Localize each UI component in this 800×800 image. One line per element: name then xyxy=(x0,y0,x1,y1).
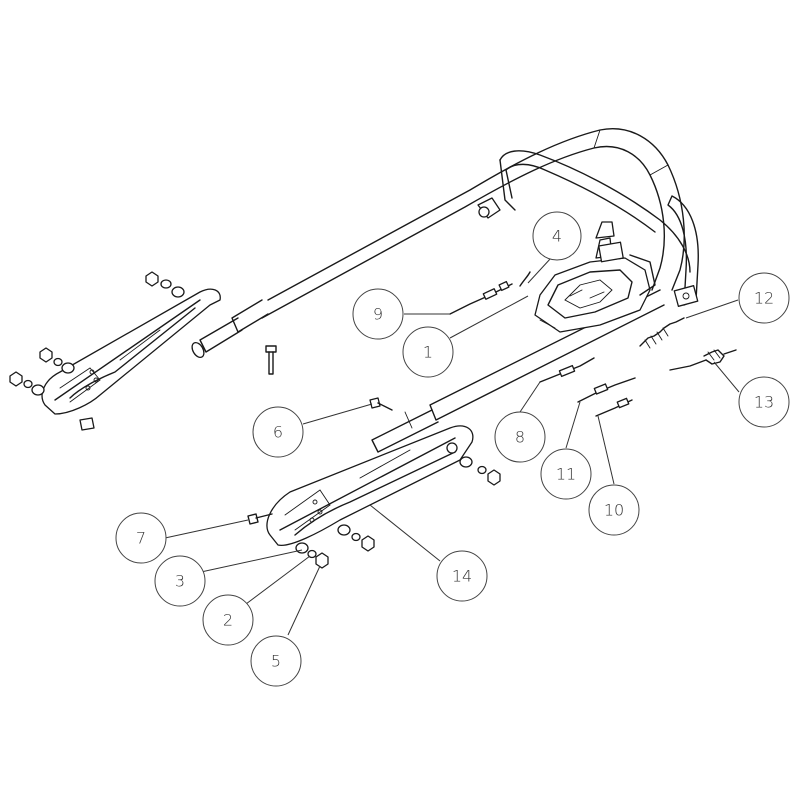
leader-8 xyxy=(519,381,541,413)
callout-11: 11 xyxy=(540,448,592,500)
callout-4: 4 xyxy=(532,211,582,261)
callout-10-label: 10 xyxy=(604,501,624,520)
callout-12-label: 12 xyxy=(754,289,774,308)
callout-9-label: 9 xyxy=(373,305,383,324)
left-lower-handle xyxy=(41,288,221,431)
springs xyxy=(639,317,737,371)
callout-6-label: 6 xyxy=(273,423,283,442)
callout-8-label: 8 xyxy=(515,428,525,447)
upper-handle xyxy=(261,128,685,319)
callout-5: 5 xyxy=(250,635,302,687)
handle-assembly xyxy=(191,128,699,453)
callout-14-label: 14 xyxy=(452,567,472,586)
callout-1-label: 1 xyxy=(423,343,433,362)
leader-6 xyxy=(302,403,373,425)
callout-9: 9 xyxy=(352,288,404,340)
leader-14 xyxy=(369,504,441,562)
callout-8: 8 xyxy=(494,411,546,463)
leader-10 xyxy=(597,415,615,485)
right-handle-bracket xyxy=(667,195,699,307)
callout-6: 6 xyxy=(252,406,304,458)
callout-12: 12 xyxy=(738,272,790,324)
callout-7: 7 xyxy=(115,512,167,564)
callout-13-label: 13 xyxy=(754,393,774,412)
callout-10: 10 xyxy=(588,484,640,536)
left-hardware xyxy=(9,271,185,396)
callout-4-label: 4 xyxy=(552,227,562,246)
callout-11-label: 11 xyxy=(556,465,576,484)
control-bail xyxy=(477,150,691,273)
callout-3-label: 3 xyxy=(175,572,185,591)
callout-7-label: 7 xyxy=(136,529,146,548)
leader-11 xyxy=(565,401,581,449)
bolt-6 xyxy=(369,397,393,411)
leader-4 xyxy=(527,257,552,284)
shift-control-box xyxy=(534,221,656,333)
right-hardware xyxy=(247,456,501,569)
callout-3: 3 xyxy=(154,555,206,607)
leader-12 xyxy=(685,299,739,319)
callout-14: 14 xyxy=(436,550,488,602)
callout-5-label: 5 xyxy=(271,652,281,671)
leader-13 xyxy=(713,361,740,393)
right-lower-handle xyxy=(266,425,474,546)
callout-2: 2 xyxy=(202,594,254,646)
leader-lines xyxy=(164,257,740,636)
leader-3 xyxy=(200,549,303,573)
callout-2-label: 2 xyxy=(223,611,233,630)
leader-5 xyxy=(287,565,321,636)
lower-handle-tube xyxy=(371,289,665,453)
leader-7 xyxy=(164,519,249,539)
leader-1 xyxy=(449,295,529,339)
bolt xyxy=(265,345,277,375)
left-handle-tube xyxy=(191,299,269,359)
leader-2 xyxy=(245,555,311,605)
callouts: 1 2 3 4 5 6 7 8 xyxy=(115,211,790,687)
callout-13: 13 xyxy=(738,376,790,428)
callout-1: 1 xyxy=(402,326,454,378)
cables xyxy=(449,271,636,417)
